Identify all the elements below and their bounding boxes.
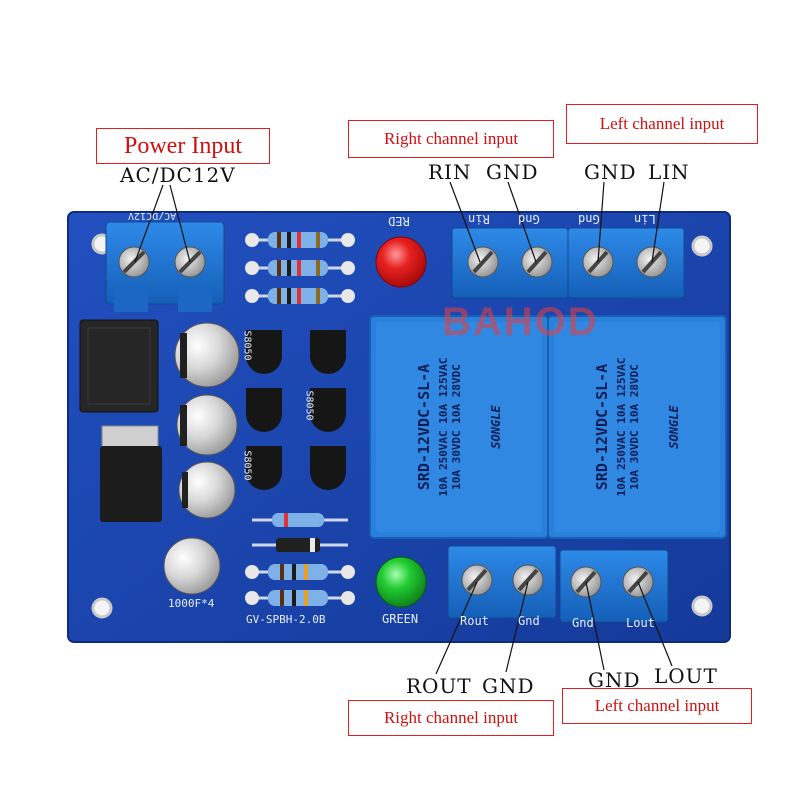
silk-cap-note: 1000F*4 — [168, 597, 215, 610]
silk-rin: Rin — [468, 212, 490, 226]
label-gnd-bottom-1: GND — [482, 674, 535, 698]
silk-gnd-4: Gnd — [572, 616, 594, 630]
watermark-logo: BAHOD — [442, 300, 599, 344]
resistors-top — [245, 232, 355, 304]
label-rout: ROUT — [406, 674, 472, 698]
right-channel-input-callout-top: Right channel input — [348, 120, 554, 158]
relay-model: SRD-12VDC-SL-A — [415, 363, 433, 491]
left-channel-input-callout-bottom: Left channel input — [562, 688, 752, 724]
power-input-callout: Power Input — [96, 128, 270, 164]
bridge-rectifier — [79, 319, 159, 413]
green-led — [375, 556, 427, 608]
mount-hole — [691, 235, 713, 257]
silk-gnd-2: Gnd — [578, 212, 600, 226]
input-terminals — [451, 227, 685, 299]
label-ac-dc12v: AC/DC12V — [120, 163, 236, 187]
silk-s8050-3: S8050 — [241, 450, 253, 481]
label-gnd-bottom-2: GND — [588, 668, 641, 692]
label-lout: LOUT — [654, 664, 718, 688]
silk-gnd-3: Gnd — [518, 614, 540, 628]
silk-lin: Lin — [634, 212, 656, 226]
relay-brand: SONGLE — [489, 405, 503, 449]
silk-gnd-1: Gnd — [518, 212, 540, 226]
resistors-bottom — [245, 513, 355, 606]
silk-s8050-1: S8050 — [241, 330, 253, 361]
mount-hole — [691, 595, 713, 617]
label-gnd-top-2: GND — [584, 160, 637, 184]
silk-green: GREEN — [382, 612, 419, 626]
mount-hole — [91, 597, 113, 619]
transistors — [246, 330, 346, 490]
label-rin: RIN — [428, 160, 472, 184]
silk-rout: Rout — [460, 614, 489, 628]
output-terminals — [447, 545, 669, 623]
relay-rating-1: 10A 250VAC 10A 125VAC — [615, 357, 628, 497]
relay-rating-2: 10A 30VDC 10A 28VDC — [628, 364, 641, 490]
relay-rating-1: 10A 250VAC 10A 125VAC — [437, 357, 450, 497]
red-led — [375, 236, 427, 288]
right-channel-input-callout-bottom: Right channel input — [348, 700, 554, 736]
relay-model: SRD-12VDC-SL-A — [593, 363, 611, 491]
relay-left-label-group: SRD-12VDC-SL-A 10A 250VAC 10A 125VAC 10A… — [548, 316, 726, 538]
relay-left-channel — [547, 315, 727, 539]
electrolytic-capacitors — [163, 322, 240, 595]
label-lin: LIN — [648, 160, 690, 184]
pointer-lines — [134, 181, 673, 675]
relay-brand: SONGLE — [667, 405, 681, 449]
silk-board-id: GV-SPBH-2.0B — [246, 613, 326, 626]
left-channel-input-callout-top: Left channel input — [566, 104, 758, 144]
relay-right-label-group: SRD-12VDC-SL-A 10A 250VAC 10A 125VAC 10A… — [370, 316, 548, 538]
relay-right-channel — [369, 315, 549, 539]
voltage-regulator — [100, 425, 162, 522]
silk-lout: Lout — [626, 616, 655, 630]
power-terminal-block — [105, 221, 225, 312]
silk-red: RED — [388, 214, 410, 228]
relay-rating-2: 10A 30VDC 10A 28VDC — [450, 364, 463, 490]
silk-power: AC/DC12V — [128, 210, 177, 221]
silk-s8050-2: S8050 — [303, 390, 315, 421]
label-gnd-top-1: GND — [486, 160, 539, 184]
